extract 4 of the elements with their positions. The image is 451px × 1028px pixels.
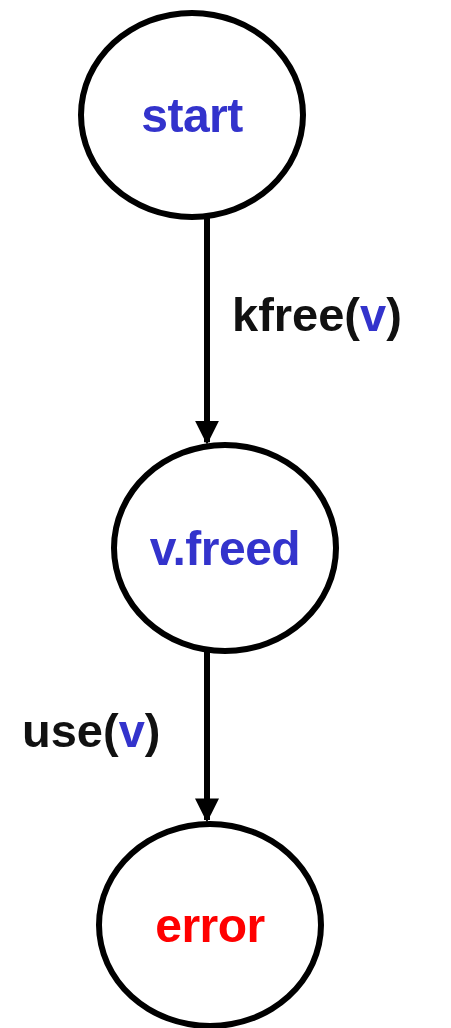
- state-label: error: [155, 897, 265, 953]
- arrow: [195, 216, 219, 445]
- state-label: v.freed: [149, 520, 301, 576]
- state-label: start: [141, 87, 243, 143]
